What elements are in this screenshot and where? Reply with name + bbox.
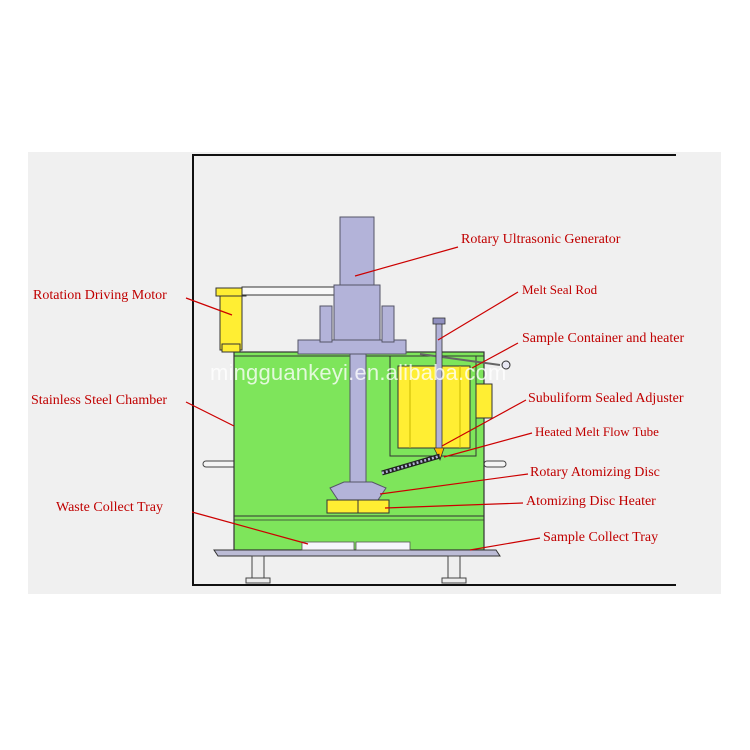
leader-sample-collect-tray — [469, 537, 541, 551]
ultrasonic-left-post — [319, 305, 333, 343]
drive-belt — [241, 286, 341, 296]
label-waste-collect-tray: Waste Collect Tray — [56, 500, 163, 515]
melt-seal-rod-cap — [432, 317, 446, 325]
sample-collect-tray — [355, 541, 411, 551]
ultrasonic-right-post — [381, 305, 395, 343]
watermark: mingguankeyi.en.alibaba.com — [210, 360, 507, 385]
ultrasonic-generator-body — [333, 284, 381, 341]
rotary-atomizing-disc — [329, 481, 387, 501]
leader-sample-container-heater — [471, 342, 519, 369]
leader-waste-collect-tray — [191, 511, 309, 545]
label-subuliform-sealed-adjuster: Subuliform Sealed Adjuster — [528, 391, 684, 406]
label-rotation-driving-motor: Rotation Driving Motor — [33, 288, 167, 303]
motor-foot — [221, 343, 241, 353]
label-sample-container-heater: Sample Container and heater — [522, 331, 685, 346]
ultrasonic-generator-top — [339, 216, 375, 290]
right-foot-base — [441, 577, 467, 584]
leader-heated-melt-flow-tube — [443, 432, 533, 458]
label-heated-melt-flow-tube: Heated Melt Flow Tube — [535, 424, 659, 439]
container-right-clamp — [475, 383, 493, 419]
label-rotary-ultrasonic-generator: Rotary Ultrasonic Generator — [461, 232, 621, 247]
leader-melt-seal-rod — [437, 291, 519, 341]
base-plate — [213, 549, 501, 557]
rotation-driving-motor — [219, 287, 243, 351]
left-side-rod — [202, 460, 238, 468]
label-atomizing-disc-heater: Atomizing Disc Heater — [526, 494, 656, 509]
leader-subuliform-sealed-adjuster — [441, 399, 527, 447]
leader-rotary-atomizing-disc — [379, 473, 529, 495]
label-rotary-atomizing-disc: Rotary Atomizing Disc — [530, 465, 660, 480]
leader-atomizing-disc-heater — [384, 502, 524, 509]
label-stainless-steel-chamber: Stainless Steel Chamber — [31, 393, 168, 408]
leader-lines — [185, 246, 541, 551]
label-melt-seal-rod: Melt Seal Rod — [522, 282, 598, 297]
left-foot-base — [245, 577, 271, 584]
heated-melt-flow-tube — [381, 453, 441, 476]
label-sample-collect-tray: Sample Collect Tray — [543, 530, 659, 545]
right-side-rod — [483, 460, 507, 468]
enclosure-frame — [192, 154, 676, 586]
lid-knob — [501, 360, 511, 370]
container-lid — [419, 353, 501, 366]
leader-stainless-steel-chamber — [185, 401, 235, 427]
leader-rotary-ultrasonic-generator — [354, 246, 459, 277]
waste-collect-tray — [301, 541, 355, 551]
right-foot — [447, 555, 461, 582]
leader-rotation-driving-motor — [185, 297, 233, 316]
left-foot — [251, 555, 265, 582]
